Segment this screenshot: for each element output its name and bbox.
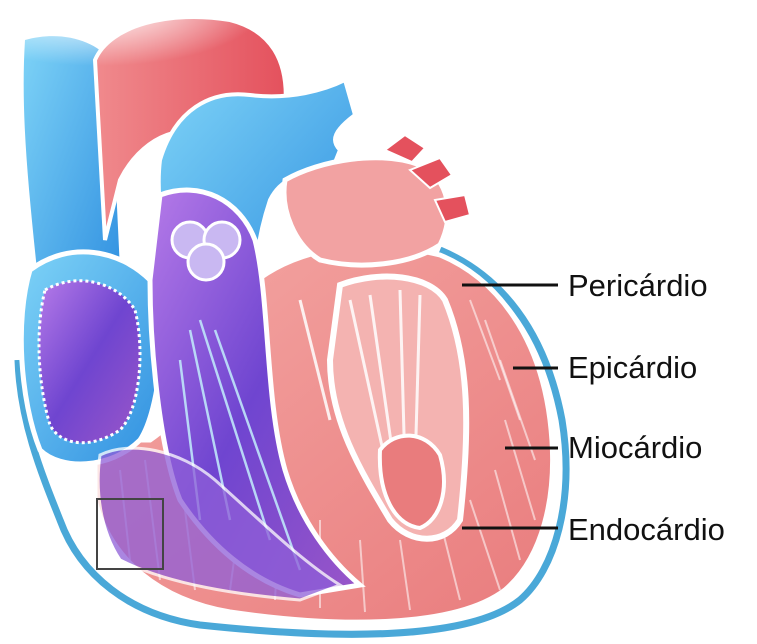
- label-pericardio: Pericárdio: [568, 268, 708, 303]
- label-miocardio: Miocárdio: [568, 430, 702, 465]
- right-atrium-interior: [39, 281, 140, 443]
- label-epicardio: Epicárdio: [568, 350, 697, 385]
- top-fade: [0, 0, 330, 120]
- label-endocardio: Endocárdio: [568, 512, 725, 547]
